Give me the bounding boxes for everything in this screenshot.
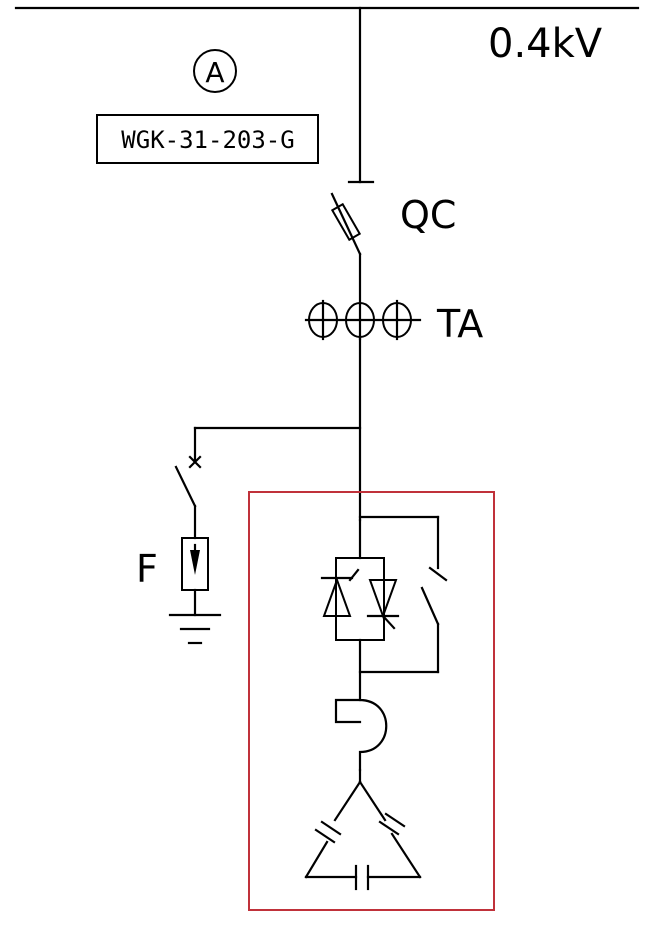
model-label: WGK-31-203-G bbox=[121, 126, 294, 154]
bus-voltage-label: 0.4kV bbox=[488, 21, 603, 67]
breaker-blade bbox=[330, 192, 362, 256]
marker-circle bbox=[193, 49, 237, 93]
marker-letter: A bbox=[205, 56, 224, 89]
capacitor-bank bbox=[304, 768, 422, 891]
model-label-box bbox=[96, 114, 319, 164]
breaker-label: QC bbox=[400, 193, 456, 237]
arrester-label: F bbox=[136, 547, 158, 591]
fuse-element bbox=[330, 202, 362, 242]
thyristor-switch-group bbox=[320, 515, 448, 702]
current-transformer-symbol bbox=[304, 299, 422, 341]
compensation-box bbox=[248, 491, 495, 911]
reactor-symbol bbox=[334, 698, 388, 772]
ct-label: TA bbox=[436, 302, 483, 346]
arrester-branch bbox=[168, 426, 362, 645]
